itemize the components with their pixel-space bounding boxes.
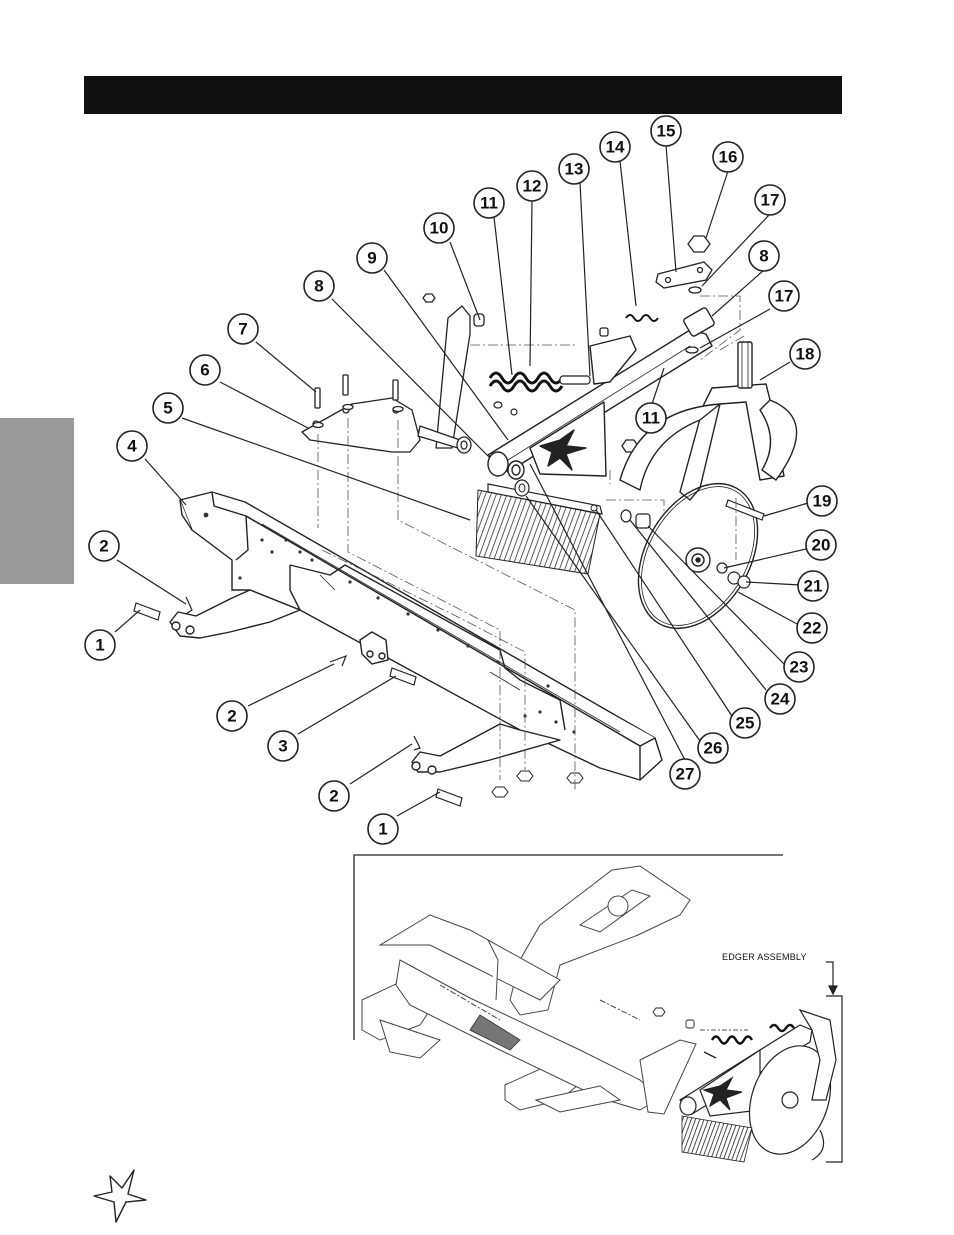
inset-edger xyxy=(679,1008,837,1163)
deck-front-arms xyxy=(169,589,561,775)
callout: 23 xyxy=(783,651,815,683)
edger-arm xyxy=(487,307,715,480)
callout-label: 14 xyxy=(606,138,625,157)
callout-label: 27 xyxy=(676,765,695,784)
callout-label: 11 xyxy=(642,409,660,428)
callout-label: 17 xyxy=(775,287,794,306)
header-bar xyxy=(84,76,842,114)
callout-label: 23 xyxy=(790,658,809,677)
star-burst-logo xyxy=(93,1169,147,1223)
callout: 17 xyxy=(768,280,800,312)
callout: 12 xyxy=(516,170,548,202)
inset-hardware xyxy=(652,1007,748,1059)
callout: 1 xyxy=(367,813,399,845)
callout: 19 xyxy=(806,485,838,517)
hub-parts xyxy=(620,499,765,589)
callouts: 1 2 4 5 6 7 8 9 10 11 12 13 14 15 16 17 … xyxy=(84,115,838,845)
callout: 9 xyxy=(356,242,388,274)
inset-bracket xyxy=(826,961,843,1163)
edger-assembly-label: EDGER ASSEMBLY xyxy=(722,952,807,962)
callout: 17 xyxy=(754,184,786,216)
callout: 16 xyxy=(712,141,744,173)
callout-label: 5 xyxy=(163,399,172,418)
callout: 20 xyxy=(805,529,837,561)
callout-label: 11 xyxy=(480,194,498,213)
callout: 6 xyxy=(189,354,221,386)
deck-holes xyxy=(203,512,576,734)
callout: 26 xyxy=(697,732,729,764)
side-tab xyxy=(0,418,74,584)
callout-label: 24 xyxy=(771,690,790,709)
callout-label: 10 xyxy=(430,219,449,238)
deck-frame xyxy=(179,491,663,781)
callout-label: 20 xyxy=(812,536,831,555)
callout-label: 25 xyxy=(736,714,755,733)
callout-label: 21 xyxy=(804,577,823,596)
deck-nuts xyxy=(491,770,584,798)
callout: 10 xyxy=(423,212,455,244)
callout: 27 xyxy=(669,758,701,790)
spring-rod xyxy=(493,375,591,416)
callout: 15 xyxy=(650,115,682,147)
callout-label: 6 xyxy=(200,361,209,380)
callout-label: 19 xyxy=(813,492,832,511)
callout: 2 xyxy=(216,700,248,732)
inset-frame xyxy=(353,854,783,1040)
callout: 7 xyxy=(227,313,259,345)
callout: 8 xyxy=(303,270,335,302)
callout: 2 xyxy=(318,780,350,812)
callout-label: 17 xyxy=(761,191,780,210)
callout: 25 xyxy=(729,707,761,739)
callout-label: 1 xyxy=(378,820,387,839)
link-plate xyxy=(599,235,713,453)
mount-plate xyxy=(301,374,421,453)
callout: 13 xyxy=(558,153,590,185)
callout-label: 3 xyxy=(278,737,287,756)
callout-label: 13 xyxy=(565,160,584,179)
callout: 1 xyxy=(84,629,116,661)
callout-label: 2 xyxy=(227,707,236,726)
callout: 11 xyxy=(635,402,667,434)
callout-label: 8 xyxy=(759,247,768,266)
callout-label: 22 xyxy=(803,619,822,638)
callout-label: 8 xyxy=(314,277,323,296)
assembly-lines xyxy=(317,295,745,790)
lift-arm xyxy=(417,293,485,454)
callout-label: 18 xyxy=(796,345,815,364)
springs xyxy=(488,314,659,393)
callout: 4 xyxy=(116,430,148,462)
callout: 18 xyxy=(789,338,821,370)
callout: 14 xyxy=(599,131,631,163)
callout: 21 xyxy=(797,570,829,602)
callout-label: 12 xyxy=(523,177,542,196)
callout-label: 2 xyxy=(99,537,108,556)
callout-label: 16 xyxy=(719,148,738,167)
callout-label: 2 xyxy=(329,787,338,806)
callout-label: 15 xyxy=(657,122,676,141)
callout: 3 xyxy=(267,730,299,762)
callout-label: 7 xyxy=(238,320,247,339)
callout-label: 4 xyxy=(127,437,137,456)
callout: 8 xyxy=(748,240,780,272)
pins-and-clips xyxy=(133,596,463,807)
brush-flap xyxy=(475,479,603,575)
callout: 11 xyxy=(473,187,505,219)
callout: 5 xyxy=(152,392,184,424)
inset-springs xyxy=(710,1023,795,1045)
callout: 2 xyxy=(88,530,120,562)
callout-label: 9 xyxy=(367,249,376,268)
leader-lines xyxy=(114,144,809,817)
callout-label: 26 xyxy=(704,739,723,758)
blade-guard xyxy=(619,341,798,501)
inset-tractor-frame xyxy=(361,865,697,1115)
callout: 22 xyxy=(796,612,828,644)
callout-label: 1 xyxy=(95,636,104,655)
callout: 24 xyxy=(764,683,796,715)
